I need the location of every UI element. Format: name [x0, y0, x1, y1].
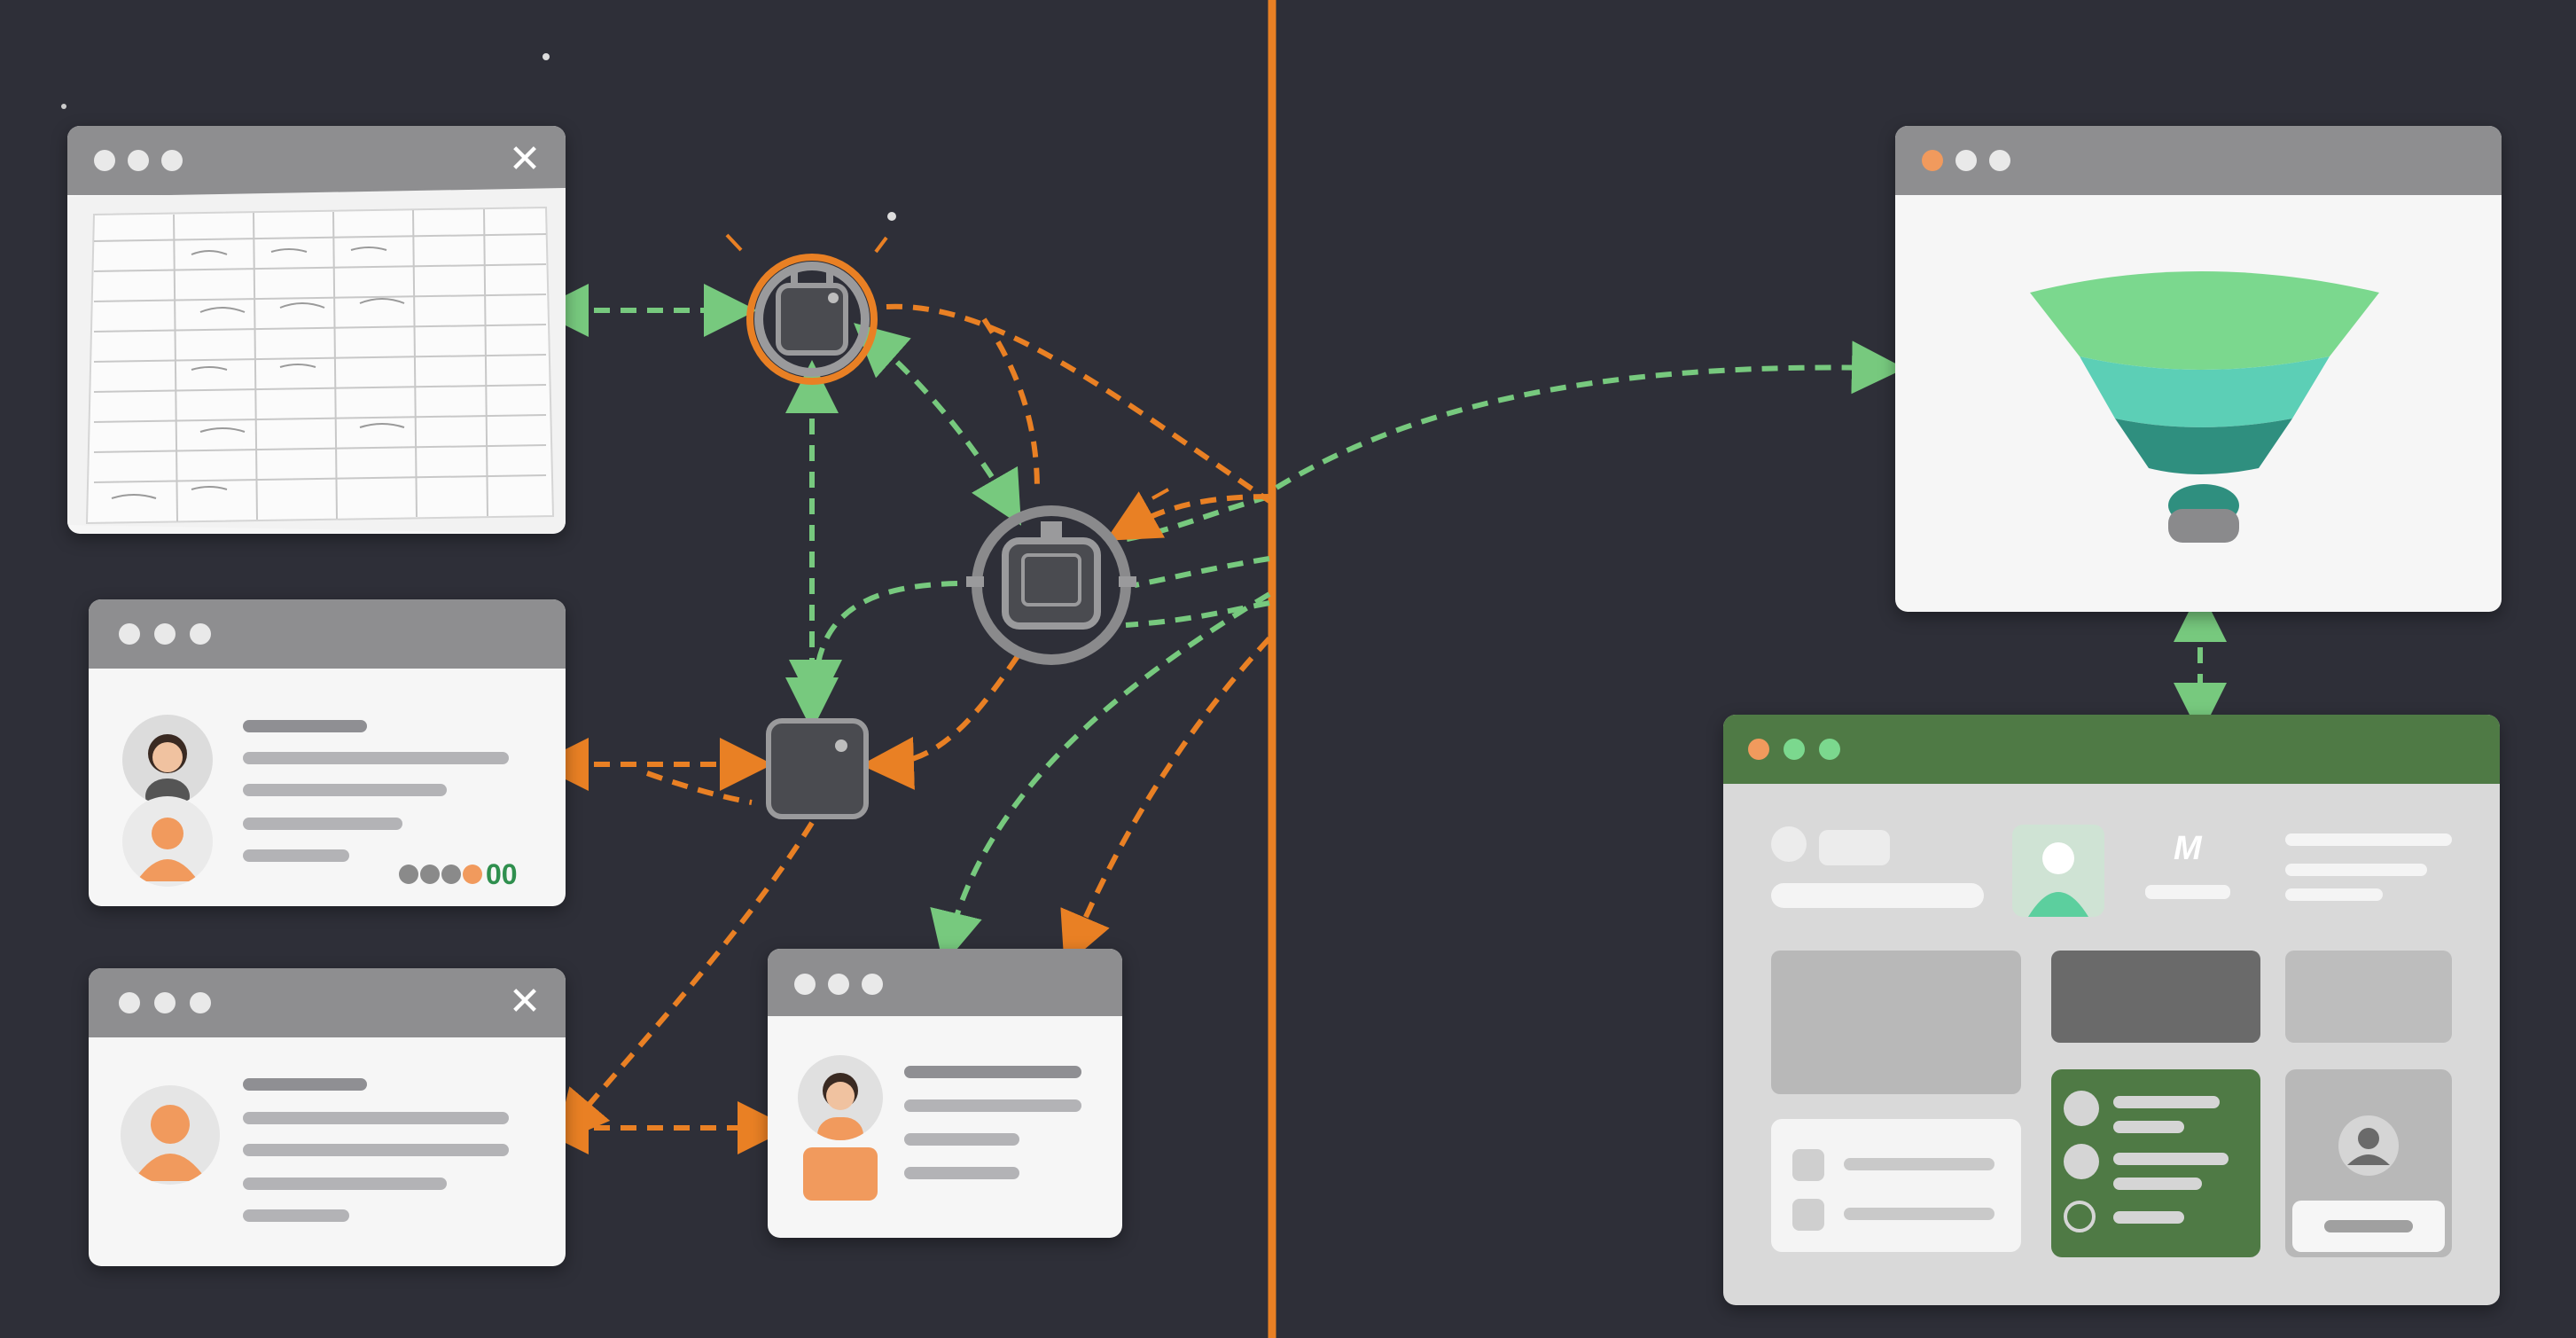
text-line	[2145, 885, 2230, 899]
window-dot	[1819, 739, 1840, 760]
text-line	[243, 720, 367, 732]
arrow-chip1-chip2	[854, 323, 1021, 526]
list-card-active	[2051, 1069, 2260, 1257]
user-avatar-icon	[121, 1085, 220, 1185]
arrow-divider-chip2	[1105, 491, 1270, 541]
text-line	[243, 784, 447, 796]
close-icon[interactable]: ✕	[508, 979, 542, 1024]
arrow-chip2-chip3	[861, 654, 1020, 790]
mini-avatar-icon	[420, 865, 440, 884]
text-line	[2285, 888, 2383, 901]
user-avatar-icon	[798, 1055, 883, 1140]
text-line	[243, 1144, 509, 1156]
profile-window: 00	[89, 599, 566, 906]
text-line	[904, 1066, 1081, 1078]
window-dot	[154, 623, 176, 645]
chip-node-icon	[766, 718, 869, 819]
window-dot	[161, 150, 183, 171]
funnel-icon	[2030, 271, 2379, 543]
star	[543, 53, 550, 60]
window-dot	[828, 974, 849, 995]
arrow-chip1-divider-b	[981, 317, 1040, 490]
window-dot	[119, 992, 140, 1013]
arrow-divider-profile3	[1060, 636, 1272, 967]
spreadsheet-sheet	[67, 188, 566, 534]
window-titlebar	[1723, 715, 2500, 784]
window-titlebar: ✕	[89, 968, 566, 1037]
image-tile	[2051, 951, 2260, 1043]
text-line	[904, 1099, 1081, 1112]
window-dot	[94, 150, 115, 171]
user-avatar-icon	[122, 796, 213, 887]
dashboard-window: M	[1723, 715, 2500, 1305]
card-letter: M	[2174, 830, 2202, 867]
dashboard-chip	[1771, 826, 1807, 862]
window-dot	[1748, 739, 1769, 760]
arrow-divider-window	[930, 591, 1271, 966]
text-line	[904, 1167, 1019, 1179]
window-dot	[154, 992, 176, 1013]
text-line	[243, 1112, 509, 1124]
text-line	[1771, 883, 1984, 908]
arrow-chip3-profile2	[555, 821, 815, 1145]
mini-avatar-icon	[399, 865, 418, 884]
funnel-window	[1895, 126, 2502, 612]
arrow-chip2-chip3	[789, 581, 958, 713]
people-count-badge: 00	[486, 858, 518, 890]
profile-action-button[interactable]	[2292, 1201, 2445, 1252]
image-tile	[2285, 951, 2452, 1043]
arrow-chip1-divider	[886, 303, 1271, 504]
star	[887, 212, 896, 221]
avatar-body	[803, 1147, 878, 1201]
window-dot	[119, 623, 140, 645]
user-avatar-icon	[122, 715, 213, 805]
text-line	[243, 752, 509, 764]
window-dot	[1989, 150, 2010, 171]
text-line	[243, 1178, 447, 1190]
text-line	[2285, 864, 2427, 876]
user-avatar-icon	[2012, 825, 2104, 917]
arrow-profile1-chip3-b	[645, 771, 753, 805]
image-tile	[1771, 951, 2021, 1094]
window-titlebar: ✕	[67, 126, 566, 195]
window-dot	[190, 992, 211, 1013]
text-line	[243, 1209, 349, 1222]
window-dot	[128, 150, 149, 171]
list-card	[1771, 1119, 2021, 1252]
text-line	[904, 1133, 1019, 1146]
arrow-to-funnel-window	[1275, 340, 1905, 490]
window-dot	[1784, 739, 1805, 760]
close-icon[interactable]: ✕	[508, 137, 542, 182]
text-line	[243, 849, 349, 862]
profile-tile	[2285, 1069, 2452, 1257]
window-titlebar	[1895, 126, 2502, 195]
arrow-divider-chip2b	[1134, 556, 1270, 588]
window-dot	[862, 974, 883, 995]
mini-avatar-icon	[463, 865, 482, 884]
star	[61, 104, 66, 109]
window-dot	[1922, 150, 1943, 171]
dashboard-chip	[1819, 830, 1890, 865]
window-titlebar	[89, 599, 566, 669]
mini-avatar-icon	[441, 865, 461, 884]
text-line	[243, 1078, 367, 1091]
window-titlebar	[768, 949, 1122, 1016]
spreadsheet-window: ✕	[67, 126, 566, 534]
text-line	[2285, 833, 2452, 846]
window-dot	[190, 623, 211, 645]
window-dot	[794, 974, 816, 995]
chip-node-icon	[966, 500, 1140, 667]
chip-node-icon	[734, 248, 890, 390]
profile-window	[768, 949, 1122, 1238]
text-line	[243, 818, 402, 830]
profile-window: ✕	[89, 968, 566, 1266]
arrow-divider-chip2c	[1125, 600, 1270, 628]
window-dot	[1955, 150, 1977, 171]
